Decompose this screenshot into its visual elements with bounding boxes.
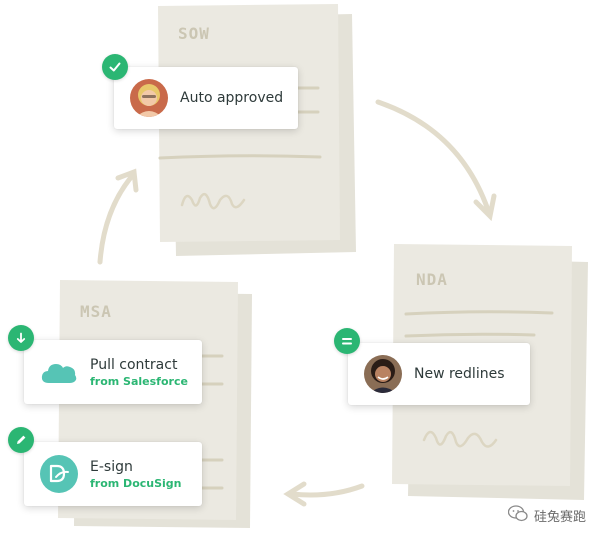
arrow-nda-to-msa bbox=[289, 483, 365, 498]
editor-avatar bbox=[364, 355, 402, 393]
watermark-text: 硅兔赛跑 bbox=[533, 510, 586, 525]
arrow-sow-to-nda bbox=[375, 99, 491, 213]
e-sign-label: E-sign bbox=[90, 458, 133, 475]
auto-approved-card[interactable]: Auto approved bbox=[114, 67, 298, 129]
pull-contract-source: from Salesforce bbox=[90, 374, 188, 388]
pencil-icon bbox=[8, 427, 34, 453]
pull-contract-card[interactable]: Pull contract from Salesforce bbox=[24, 340, 202, 404]
e-sign-card[interactable]: E-sign from DocuSign bbox=[24, 442, 202, 506]
new-redlines-label: New redlines bbox=[414, 366, 505, 382]
sow-title: SOW bbox=[178, 24, 210, 43]
pull-contract-label: Pull contract bbox=[90, 356, 178, 373]
nda-title: NDA bbox=[416, 270, 448, 289]
docusign-icon bbox=[40, 455, 78, 493]
msa-title: MSA bbox=[80, 302, 112, 321]
watermark: 硅兔赛跑 bbox=[507, 505, 586, 526]
new-redlines-card[interactable]: New redlines bbox=[348, 343, 530, 405]
equals-icon bbox=[334, 328, 360, 354]
arrow-msa-to-sow bbox=[97, 173, 135, 265]
reviewer-avatar bbox=[130, 79, 168, 117]
auto-approved-label: Auto approved bbox=[180, 90, 284, 106]
wechat-icon bbox=[507, 505, 528, 526]
check-icon bbox=[102, 54, 128, 80]
arrow-down-icon bbox=[8, 325, 34, 351]
cycle-arrows bbox=[97, 99, 497, 507]
salesforce-cloud-icon bbox=[40, 353, 78, 391]
e-sign-source: from DocuSign bbox=[90, 476, 182, 490]
